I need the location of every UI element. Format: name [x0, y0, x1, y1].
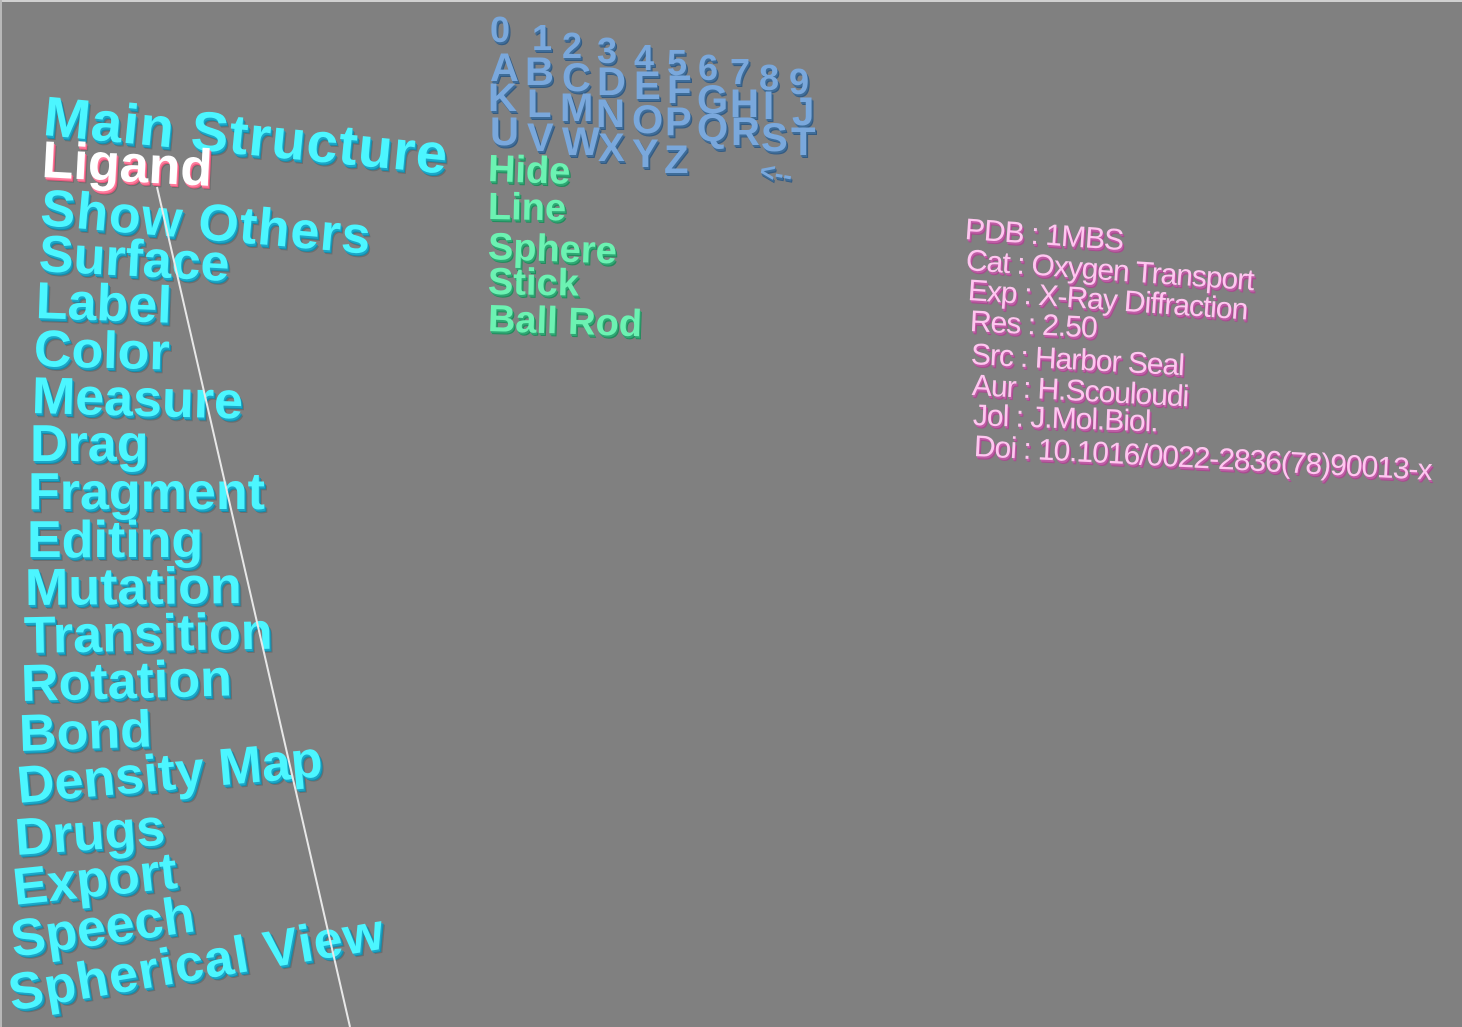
info-separator: : [1012, 340, 1036, 375]
key-w[interactable]: W [562, 120, 600, 164]
menu-item-drag[interactable]: Drag [30, 415, 149, 473]
frame-border-left [0, 0, 2, 1027]
key-2[interactable]: 2 [562, 25, 583, 66]
key-a[interactable]: A [490, 46, 519, 90]
key-d[interactable]: D [597, 60, 626, 104]
key-q[interactable]: Q [697, 106, 729, 150]
key-3[interactable]: 3 [597, 30, 618, 71]
info-separator: : [1019, 307, 1044, 342]
key-x[interactable]: X [598, 126, 625, 170]
key-n[interactable]: N [596, 92, 625, 136]
key-k[interactable]: K [488, 76, 517, 120]
frame-border-top [0, 0, 1462, 2]
key-l[interactable]: L [527, 82, 552, 126]
key-m[interactable]: M [560, 86, 594, 130]
info-separator: : [1022, 217, 1047, 252]
key-z[interactable]: Z [664, 138, 689, 182]
backspace-key[interactable]: <-- [757, 155, 795, 191]
key-g[interactable]: G [697, 78, 729, 122]
key-e[interactable]: E [634, 64, 661, 108]
key-u[interactable]: U [490, 110, 519, 154]
key-f[interactable]: F [667, 68, 692, 112]
key-p[interactable]: P [665, 100, 692, 144]
info-key: Res [969, 305, 1022, 341]
info-value: 10.1016/0022-2836(78)90013-x [1037, 433, 1433, 487]
key-j[interactable]: J [792, 90, 815, 134]
key-1[interactable]: 1 [532, 17, 553, 58]
key-y[interactable]: Y [632, 132, 659, 176]
key-5[interactable]: 5 [667, 42, 688, 83]
key-8[interactable]: 8 [759, 57, 780, 98]
submenu-item-stick[interactable]: Stick [487, 261, 580, 305]
key-c[interactable]: C [562, 56, 591, 100]
key-9[interactable]: 9 [789, 61, 810, 102]
key-s[interactable]: S [761, 116, 788, 160]
submenu-item-hide[interactable]: Hide [487, 148, 572, 193]
key-h[interactable]: H [730, 82, 759, 126]
info-row-doi: Doi : 10.1016/0022-2836(78)90013-x [973, 430, 1433, 487]
key-4[interactable]: 4 [634, 37, 655, 78]
info-key: Jol [972, 399, 1009, 434]
key-v[interactable]: V [527, 116, 554, 160]
info-separator: : [1015, 432, 1039, 467]
key-7[interactable]: 7 [730, 51, 751, 92]
info-value: J.Mol.Biol. [1029, 401, 1159, 439]
key-r[interactable]: R [731, 110, 760, 154]
key-0[interactable]: 0 [490, 9, 511, 50]
info-value: 2.50 [1041, 308, 1098, 345]
info-key: Doi [973, 430, 1017, 466]
key-b[interactable]: B [525, 50, 554, 94]
info-key: Src [970, 338, 1014, 374]
key-o[interactable]: O [632, 98, 664, 142]
key-6[interactable]: 6 [698, 47, 719, 88]
key-i[interactable]: I [763, 84, 775, 128]
key-t[interactable]: T [791, 120, 816, 164]
submenu-item-ball-rod[interactable]: Ball Rod [487, 298, 643, 346]
submenu-item-line[interactable]: Line [487, 186, 567, 230]
info-separator: : [1007, 400, 1031, 434]
